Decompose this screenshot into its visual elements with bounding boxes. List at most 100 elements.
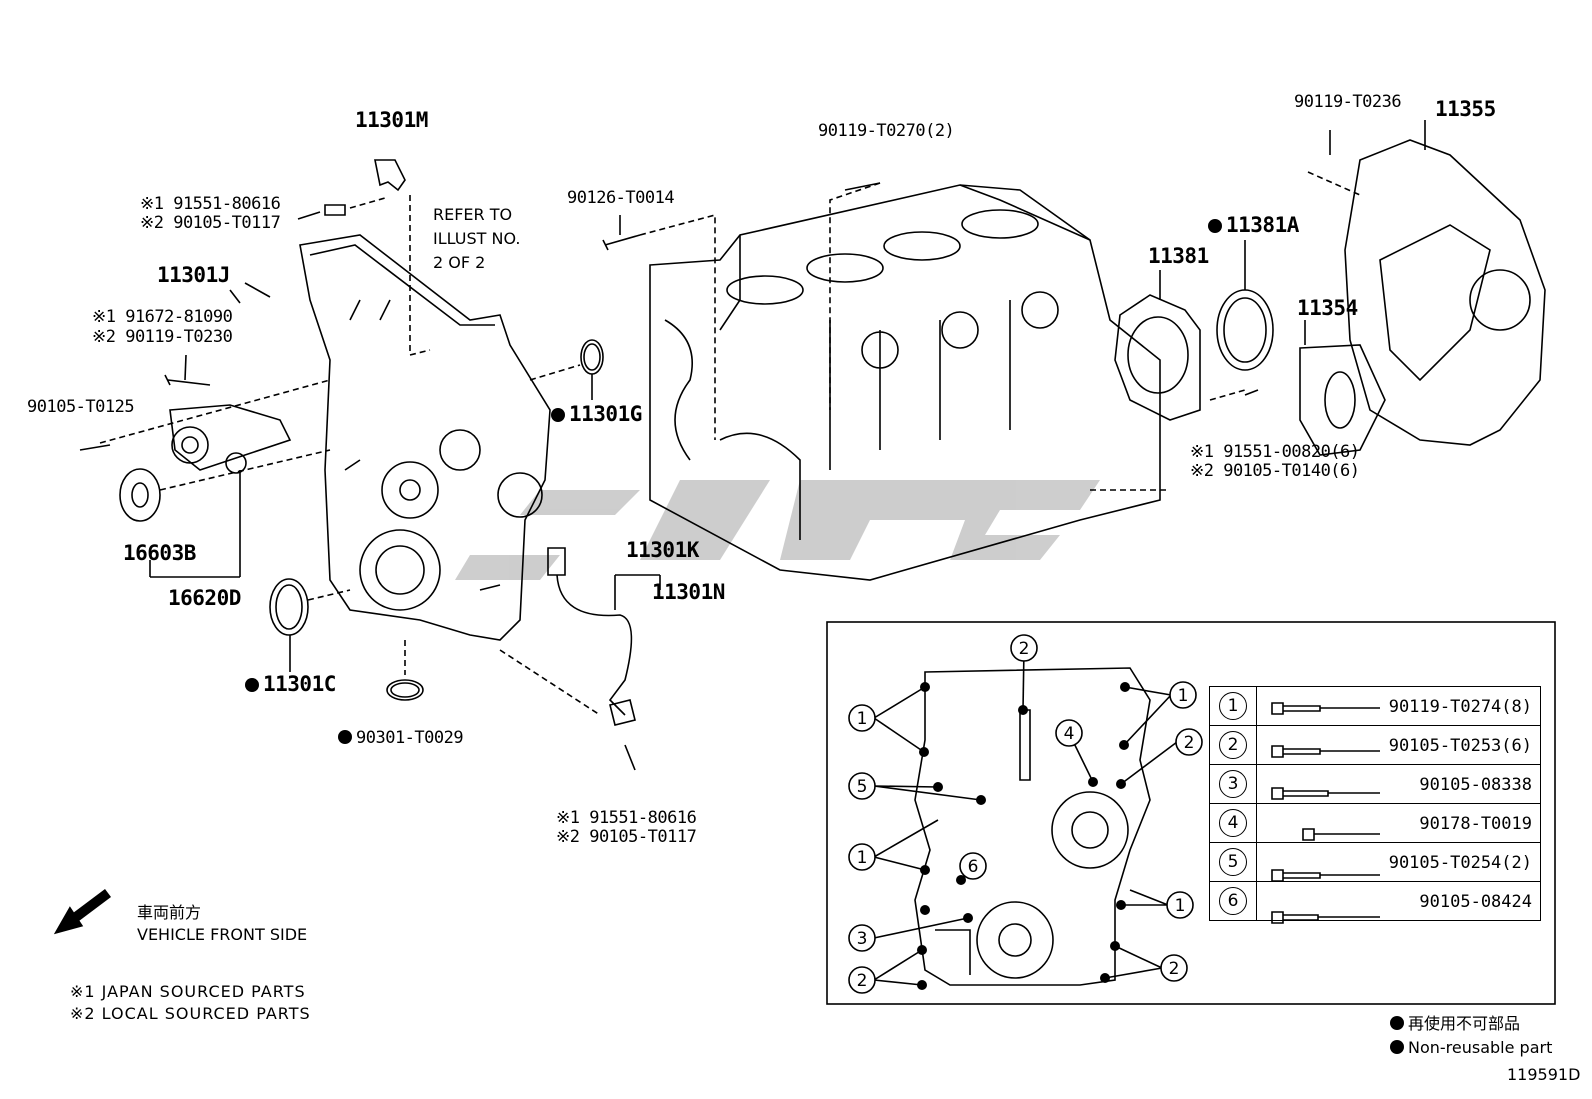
inset-callout-label: 1 <box>1178 686 1189 706</box>
seals <box>269 339 604 701</box>
sourcing-note: ※1 JAPAN SOURCED PARTS ※2 LOCAL SOURCED … <box>70 981 311 1025</box>
direction-note: 車両前方 VEHICLE FRONT SIDE <box>137 902 307 946</box>
part-11381: 11381 <box>1148 244 1209 268</box>
callout-number: 1 <box>1219 692 1247 720</box>
alt-part-right-b: ※2 90105-T0140(6) <box>1190 461 1360 481</box>
cover-11354 <box>1299 320 1386 456</box>
inset-callout-label: 5 <box>857 777 868 797</box>
end-plate <box>1307 120 1546 446</box>
callout-number: 2 <box>1219 731 1247 759</box>
part-90126-T0014: 90126-T0014 <box>567 188 675 208</box>
inset-callout-circle <box>1160 954 1188 982</box>
non-reusable-dot-icon <box>245 678 259 692</box>
alt-part-top-b: ※2 90105-T0117 <box>140 213 281 233</box>
table-cell-part: 90105-T0254(2) <box>1256 842 1541 882</box>
cam-sensor <box>324 159 406 216</box>
inset-callout-circle <box>848 966 876 994</box>
inset-callout-circle <box>848 924 876 952</box>
inset-callout-label: 1 <box>857 709 868 729</box>
part-16603B: 16603B <box>123 541 196 565</box>
table-row: 1 90119-T0274(8) <box>1209 686 1541 726</box>
inset-callout-circle <box>1175 728 1203 756</box>
part-11354: 11354 <box>1297 296 1358 320</box>
refer-note: REFER TO ILLUST NO. 2 OF 2 <box>433 203 520 275</box>
alt-part-mid-a: ※1 91672-81090 <box>92 307 233 327</box>
legend: 再使用不可部品 Non-reusable part <box>1390 1013 1552 1059</box>
part-11301C: 11301C <box>245 672 336 696</box>
table-row: 2 90105-T0253(6) <box>1209 725 1541 765</box>
sourcing-1: ※1 JAPAN SOURCED PARTS <box>70 982 306 1001</box>
dowels-bolts <box>409 182 881 440</box>
bolt-part-number: 90119-T0274(8) <box>1388 697 1532 717</box>
tensioner-assembly <box>79 374 331 578</box>
callout-number: 5 <box>1219 848 1247 876</box>
inset-callout-label: 3 <box>857 929 868 949</box>
bolt-table: 1 90119-T0274(8) 2 90105-T0253(6) 3 90105-083… <box>1209 686 1541 921</box>
rear-seal-retainer <box>1114 240 1274 421</box>
table-cell-part: 90105-T0253(6) <box>1256 725 1541 765</box>
part-90119-T0236: 90119-T0236 <box>1294 92 1402 112</box>
callout-number: 6 <box>1219 887 1247 915</box>
table-cell-number: 5 <box>1209 842 1257 882</box>
alt-part-bot-a: ※1 91551-80616 <box>556 808 697 828</box>
inset-callout-label: 4 <box>1064 724 1075 744</box>
inset-callout-circle <box>1166 891 1194 919</box>
table-cell-number: 3 <box>1209 764 1257 804</box>
illustration-id: 119591D <box>1507 1065 1581 1084</box>
legend-jp: 再使用不可部品 <box>1408 1014 1521 1033</box>
table-cell-part: 90105-08424 <box>1256 881 1541 921</box>
cylinder-block <box>649 184 1161 581</box>
callout-number: 4 <box>1219 809 1247 837</box>
part-11381A: 11381A <box>1208 213 1299 237</box>
watermark-logo <box>455 480 1100 580</box>
direction-jp: 車両前方 <box>137 903 202 922</box>
bolt-part-number: 90178-T0019 <box>1419 814 1532 834</box>
sourcing-2: ※2 LOCAL SOURCED PARTS <box>70 1004 311 1023</box>
non-reusable-dot-icon <box>551 408 565 422</box>
refer-note-line: REFER TO <box>433 205 513 224</box>
leaders <box>184 211 621 381</box>
bolt-part-number: 90105-08338 <box>1419 775 1532 795</box>
inset-callout-circle <box>1169 681 1197 709</box>
inset-callouts: 2 1 1 4 2 5 1 6 1 3 2 2 <box>848 634 1203 994</box>
inset-callout-label: 2 <box>1184 733 1195 753</box>
callout-number: 3 <box>1219 770 1247 798</box>
table-cell-part: 90178-T0019 <box>1256 803 1541 843</box>
inset-callout-label: 2 <box>1169 959 1180 979</box>
part-11301G: 11301G <box>551 402 642 426</box>
inset-callout-label: 1 <box>1175 896 1186 916</box>
part-11301M: 11301M <box>355 108 428 132</box>
table-row: 5 90105-T0254(2) <box>1209 842 1541 882</box>
inset-callout-circle <box>848 704 876 732</box>
inset-box <box>826 621 1556 1005</box>
bolt-part-number: 90105-T0254(2) <box>1388 853 1532 873</box>
inset-callout-circle <box>959 852 987 880</box>
table-cell-number: 1 <box>1209 686 1257 726</box>
inset-callout-circle <box>848 843 876 871</box>
part-11301N: 11301N <box>652 580 725 604</box>
refer-note-line: ILLUST NO. <box>433 229 521 248</box>
table-row: 6 90105-08424 <box>1209 881 1541 921</box>
part-90301-T0029: 90301-T0029 <box>338 728 464 748</box>
bolt-part-number: 90105-08424 <box>1419 892 1532 912</box>
part-11355: 11355 <box>1435 97 1496 121</box>
inset-callout-label: 2 <box>857 971 868 991</box>
refer-note-line: 2 OF 2 <box>433 253 486 272</box>
table-cell-number: 2 <box>1209 725 1257 765</box>
non-reusable-dot-icon <box>1208 219 1222 233</box>
inset-callout-circle <box>1055 719 1083 747</box>
alt-part-bot-b: ※2 90105-T0117 <box>556 827 697 847</box>
part-90105-T0125: 90105-T0125 <box>27 397 135 417</box>
alt-part-right-a: ※1 91551-00820(6) <box>1190 442 1360 462</box>
table-cell-number: 4 <box>1209 803 1257 843</box>
table-cell-part: 90105-08338 <box>1256 764 1541 804</box>
bolt-part-number: 90105-T0253(6) <box>1388 736 1532 756</box>
inset-callout-label: 2 <box>1019 639 1030 659</box>
inset-callout-label: 6 <box>968 857 979 877</box>
front-arrow-icon <box>53 889 111 935</box>
alt-part-top-a: ※1 91551-80616 <box>140 194 281 214</box>
non-reusable-dot-icon <box>1390 1040 1404 1054</box>
inset-callout-label: 1 <box>857 848 868 868</box>
non-reusable-dot-icon <box>1390 1016 1404 1030</box>
